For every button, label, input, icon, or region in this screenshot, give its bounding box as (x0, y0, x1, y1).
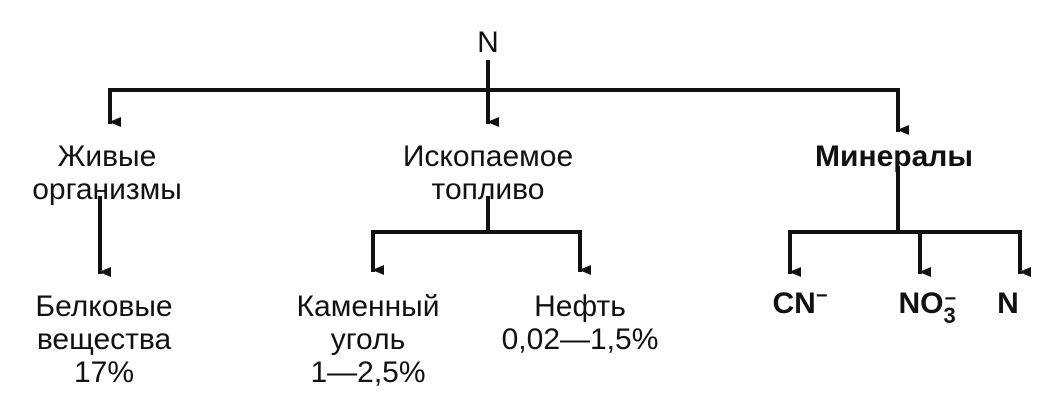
nitrate-node: NO−3 (898, 287, 958, 327)
living-organisms-line1: Живые (57, 140, 157, 173)
nitrate-charge: − (944, 288, 957, 310)
minerals-label: Минералы (815, 140, 973, 173)
root-node: N (477, 26, 499, 59)
minerals-node: Минералы (815, 140, 973, 173)
fossil-fuel-node: Ископаемое топливо (403, 140, 573, 206)
fossil-fuel-line1: Ископаемое (402, 140, 574, 173)
coal-line2: уголь (330, 323, 406, 356)
nitrogen-mineral-label: N (997, 287, 1019, 320)
living-organisms-node: Живые организмы (32, 140, 182, 206)
proteins-line1: Белковые (35, 290, 173, 323)
proteins-percent: 17% (73, 356, 135, 389)
nitrate-index: −3 (944, 289, 958, 327)
cyanide-node: CN− (772, 285, 828, 320)
proteins-line2: вещества (36, 323, 172, 356)
coal-percent: 1—2,5% (310, 356, 426, 389)
coal-node: Каменный уголь 1—2,5% (297, 290, 440, 389)
root-label: N (477, 26, 499, 59)
living-organisms-line2: организмы (32, 173, 182, 206)
nitrate-subscript: 3 (943, 303, 956, 328)
cyanide-charge: − (815, 285, 828, 307)
proteins-node: Белковые вещества 17% (35, 290, 172, 389)
oil-percent: 0,02—1,5% (501, 323, 659, 356)
coal-line1: Каменный (296, 290, 440, 323)
nitrogen-mineral-node: N (997, 287, 1019, 320)
fossil-fuel-line2: топливо (431, 173, 545, 206)
oil-node: Нефть 0,02—1,5% (502, 290, 659, 356)
oil-line1: Нефть (534, 290, 626, 323)
nitrate-formula: NO (898, 287, 944, 320)
cyanide-formula: CN (772, 287, 816, 320)
